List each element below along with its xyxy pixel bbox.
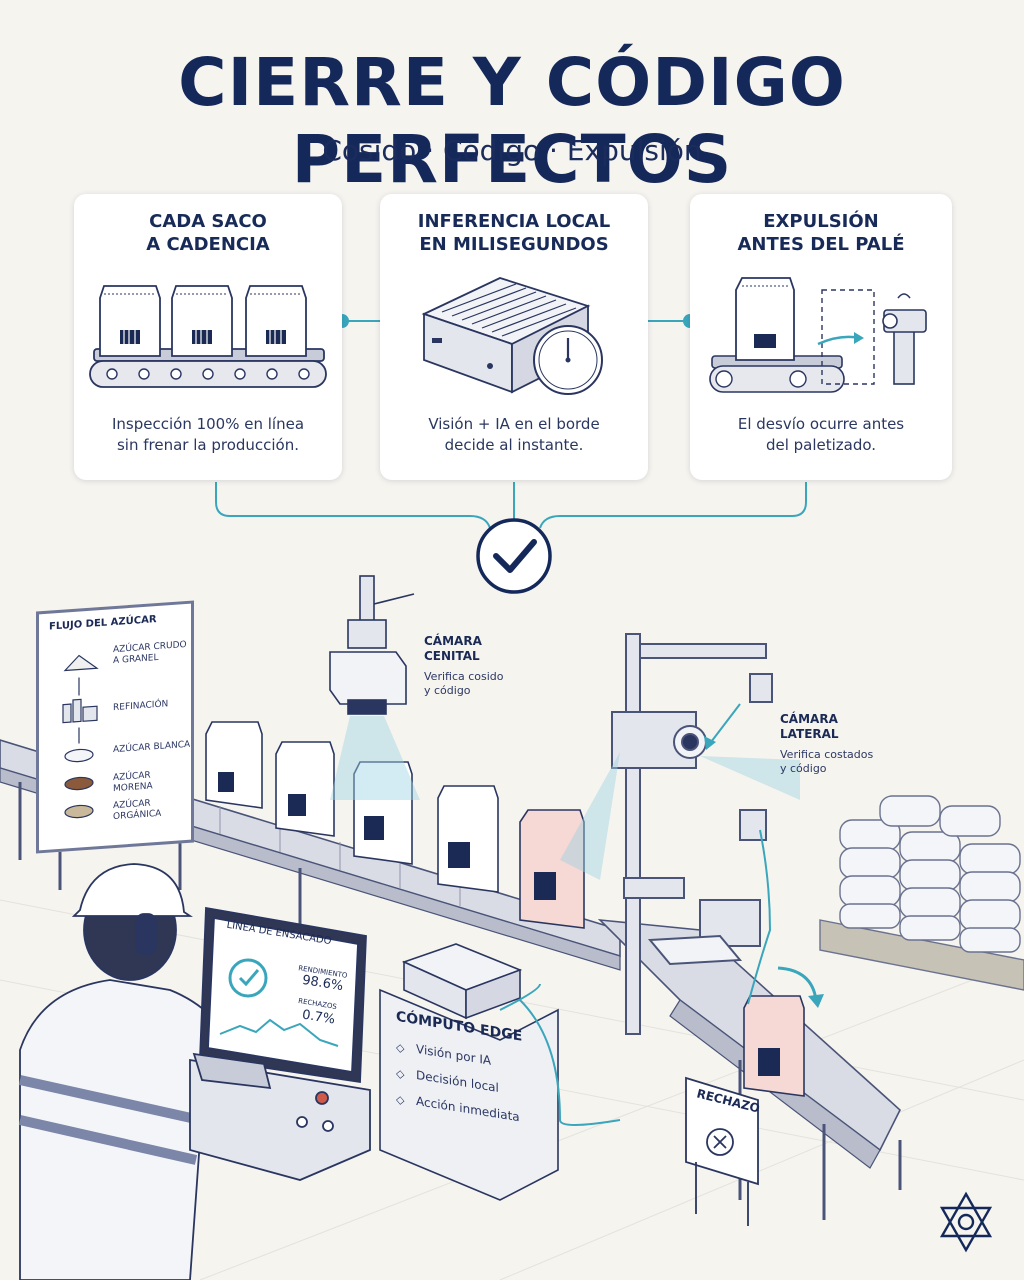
reject-sign [685,1076,759,1226]
side-camera-title: CÁMARA LATERAL [780,712,839,741]
edge-cable [499,983,621,1126]
sugar-flow-board: FLUJO DEL AZÚCAR AZÚCAR CRUDO A GRANEL R… [36,600,194,854]
raw-sugar-pile-icon [63,654,99,672]
card-every-bag: CADA SACO A CADENCIA Inspección 100% en … [74,194,342,480]
card-description: Inspección 100% en línea sin frenar la p… [111,415,305,454]
white-sugar-icon [64,748,94,763]
page-subtitle: Cosido · Código · Expulsión [322,134,702,167]
action-icon: ◇ [396,1092,405,1108]
edge-computer [379,943,559,1201]
side-camera-frame [611,633,773,1035]
card-local-inference: INFERENCIA LOCAL EN MILISEGUNDOS Visión … [380,194,648,480]
pallet-bags [819,795,1024,991]
brown-sugar-icon [64,776,94,791]
top-camera-title: CÁMARA CENITAL [424,634,482,663]
card-description: El desvío ocurre antes del paletizado. [737,415,905,454]
top-camera-description: Verifica cosido y código [424,670,504,697]
card-title: EXPULSIÓN ANTES DEL PALÉ [737,211,905,255]
card-title: INFERENCIA LOCAL EN MILISEGUNDOS [417,211,611,255]
control-desk [189,906,371,1181]
edge-item: Visión por IA [416,1041,492,1068]
side-camera-description: Verifica costados y código [780,748,874,775]
edge-title: CÓMPUTO EDGE [396,1008,523,1045]
page-title: CIERRE Y CÓDIGO PERFECTOS [178,44,846,198]
monitor-check-ring [228,958,268,998]
card-title: CADA SACO A CADENCIA [146,211,270,255]
monitor-sparkline [219,1018,339,1047]
refinery-icon [62,703,72,724]
board-icons [62,654,99,819]
edge-item: Acción inmediata [416,1093,520,1125]
card-ejection: EXPULSIÓN ANTES DEL PALÉ El desvío ocurr… [690,194,952,480]
edge-computer-clock-illustration [421,277,603,395]
top-camera [329,575,415,715]
edge-compute-panel: CÓMPUTO EDGE ◇ Visión por IA ◇ Decisión … [382,991,552,1158]
side-camera-beam-left [560,752,620,880]
decision-icon: ◇ [396,1066,405,1082]
top-camera-beam [330,716,420,800]
bags-conveyor-illustration [89,285,327,388]
ejection-illustration [709,277,927,393]
ai-vision-icon: ◇ [396,1040,405,1056]
edge-item: Decisión local [416,1067,499,1096]
organic-sugar-icon [64,804,94,819]
side-camera-beam-right [700,756,800,800]
brand-logo [939,1191,993,1253]
card-description: Visión + IA en el borde decide al instan… [428,415,600,454]
